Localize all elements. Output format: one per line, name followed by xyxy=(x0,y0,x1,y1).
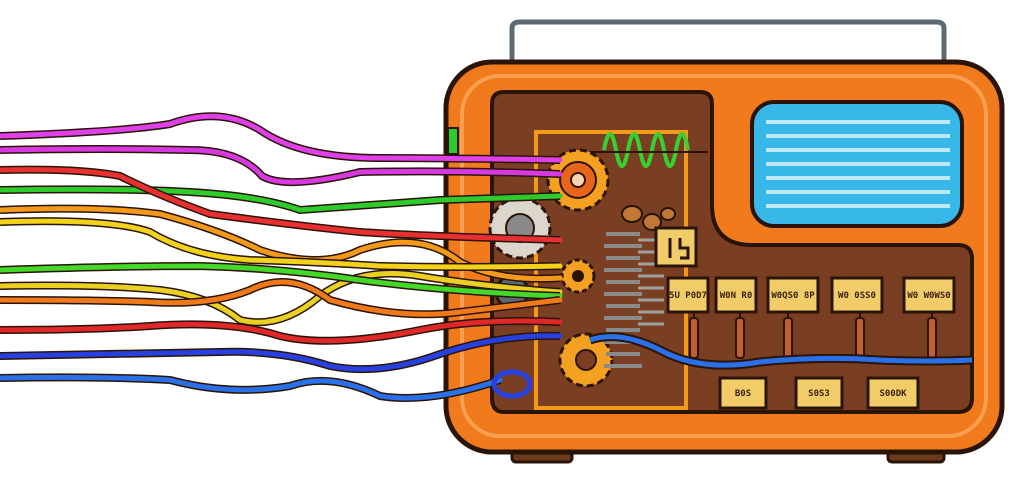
component-label: W0 0SS0 xyxy=(838,291,876,301)
component-label: W0N R0 xyxy=(720,291,753,301)
screen-lines xyxy=(766,120,950,208)
inner-blue-wire-core xyxy=(589,334,973,368)
wire-red-2 xyxy=(0,318,563,344)
meter-chip-symbol xyxy=(668,238,690,260)
gear-mid xyxy=(560,258,596,294)
component-chip xyxy=(718,376,768,410)
green-coil xyxy=(602,132,690,168)
wire-red xyxy=(0,167,563,243)
component-label: S0S3 xyxy=(808,389,830,399)
component-chip xyxy=(714,276,758,314)
component-chip xyxy=(902,276,956,314)
wire-orange-2 xyxy=(0,279,563,317)
blue-coil xyxy=(491,369,533,399)
wire-bundle xyxy=(0,112,563,402)
wire-magenta xyxy=(0,113,563,163)
component-label: B0S xyxy=(735,389,751,399)
wire-blue-2 xyxy=(0,374,503,401)
bottom-components: B0S S0S3 S00DK xyxy=(718,376,920,410)
component-label: S00DK xyxy=(879,389,907,399)
wire-magenta-2 xyxy=(0,146,563,185)
top-components: 5U P0D7 W0N R0 W0QS0 8P W0 0SS0 W0 W0WS0 xyxy=(666,276,956,314)
gear-top xyxy=(546,148,610,212)
component-chip xyxy=(666,276,710,314)
resistors xyxy=(689,312,937,359)
gear-left xyxy=(488,196,552,260)
component-chip xyxy=(766,276,820,314)
wire-yellow-2 xyxy=(0,271,563,325)
capacitor-cluster xyxy=(621,205,676,231)
side-knob xyxy=(447,127,459,155)
component-label: W0QS0 8P xyxy=(771,291,815,301)
wire-green xyxy=(0,186,563,213)
component-label: W0 W0WS0 xyxy=(907,291,950,301)
component-chip xyxy=(794,376,844,410)
spring-right xyxy=(638,238,664,326)
radio-body-highlight xyxy=(460,74,988,438)
component-label: 5U P0D7 xyxy=(669,291,707,301)
gear-bottom xyxy=(558,332,614,388)
component-chip xyxy=(830,276,884,314)
wire-yellow xyxy=(0,218,563,270)
wire-green-2 xyxy=(0,263,563,299)
carry-handle xyxy=(509,19,947,80)
component-chip xyxy=(866,376,920,410)
wire-blue xyxy=(0,333,563,372)
meter-chip xyxy=(654,226,698,268)
